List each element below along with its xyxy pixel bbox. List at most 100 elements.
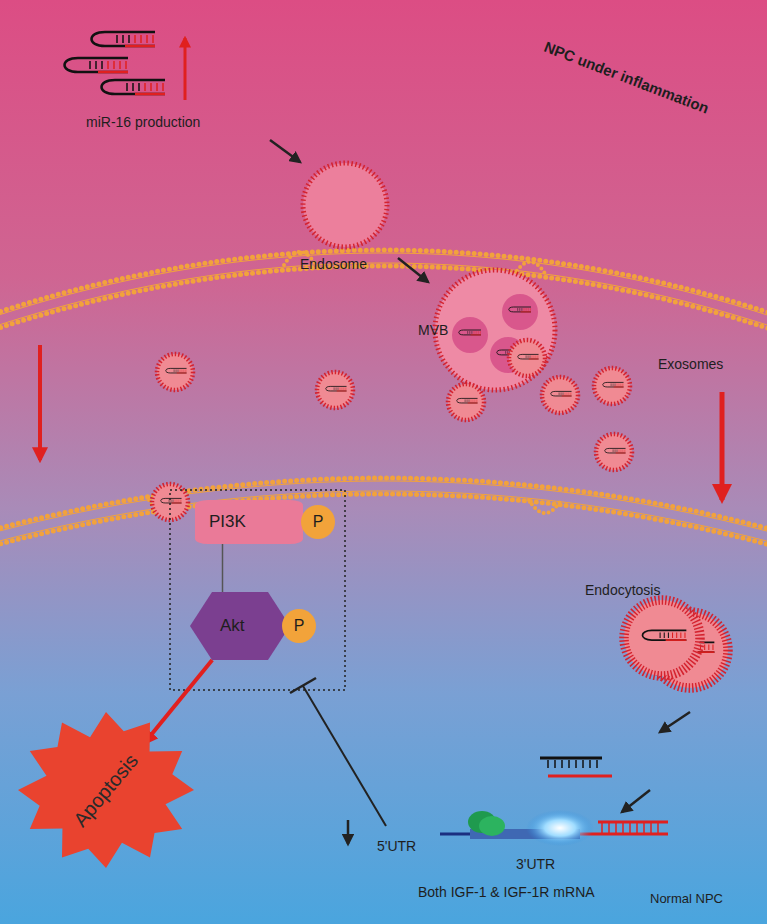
exosome [660, 632, 661, 638]
exosome [566, 392, 567, 395]
mirna-duplex [568, 760, 570, 768]
intraluminal-vesicle [521, 311, 532, 312]
activation-arrow [144, 660, 212, 743]
mirna-hairpin [107, 61, 109, 69]
exosome [180, 499, 181, 502]
mirna-hairpin [146, 35, 148, 43]
exosome [618, 449, 619, 452]
exosome [179, 369, 180, 372]
intraluminal-vesicle [524, 308, 525, 311]
exosome [594, 368, 630, 404]
mirna-hairpin [98, 71, 128, 74]
mirna-hairpin [125, 45, 155, 48]
organelle-label: Endosome [300, 256, 367, 272]
exosome [664, 632, 665, 638]
exosome [570, 392, 571, 395]
intraluminal-vesicle [505, 351, 506, 354]
mirna-hairpin [126, 83, 128, 91]
mirna-duplex [547, 760, 549, 768]
exosome [178, 499, 179, 502]
exosome [338, 387, 339, 390]
cell-membrane [0, 491, 767, 542]
exosome [181, 369, 182, 372]
intraluminal-vesicle [471, 334, 482, 335]
exosome [529, 358, 539, 359]
exosome [176, 369, 177, 372]
intraluminal-vesicle [509, 307, 531, 312]
exosome [615, 449, 616, 452]
exosome [605, 448, 626, 453]
flow-arrow [622, 790, 650, 812]
organelle-label: MVB [418, 322, 448, 338]
exosome [564, 392, 565, 395]
mirna-hairpin [65, 58, 129, 72]
mirna-hairpin [119, 61, 121, 69]
exosome [668, 632, 669, 638]
exosome [166, 368, 187, 373]
mirna-hairpin [116, 35, 118, 43]
exosome [561, 392, 562, 395]
mirna-duplex [554, 760, 556, 768]
phospho-circle-fill [301, 505, 335, 539]
exosome [178, 369, 179, 372]
exosome [614, 386, 624, 387]
exosome [568, 392, 569, 395]
exosome [152, 340, 728, 688]
exosome [161, 498, 182, 503]
exosome [672, 632, 673, 638]
exosome [173, 499, 174, 502]
exosome [176, 499, 177, 502]
mrna-strand [601, 823, 603, 833]
mirna-hairpin [135, 93, 165, 96]
exosome [469, 399, 470, 402]
exosome [615, 383, 616, 386]
intraluminal-vesicle [521, 308, 522, 311]
exosome [596, 434, 632, 470]
exosome [530, 355, 531, 358]
exosome [611, 383, 612, 386]
exosome [613, 449, 614, 452]
exosome [613, 383, 614, 386]
exosome [535, 355, 536, 358]
node-text: Akt [220, 616, 245, 636]
mirna-hairpin [162, 83, 164, 91]
mirna-duplex [582, 760, 584, 768]
mirna-hairpin [140, 35, 142, 43]
intraluminal-vesicle [478, 331, 479, 334]
exosome [533, 355, 534, 358]
exosome [518, 354, 539, 359]
cell-membrane [0, 478, 767, 529]
mrna-strand [580, 833, 668, 836]
mirna-duplex [540, 758, 612, 776]
mirna-duplex [589, 760, 591, 768]
phospho-circle: P [282, 609, 316, 643]
exosome [708, 644, 709, 650]
exosome [326, 386, 347, 391]
mirna-hairpin [150, 83, 152, 91]
cell-membrane [0, 481, 767, 532]
mrna-strand [636, 823, 638, 833]
intraluminal-vesicle [459, 330, 481, 335]
exosome [177, 372, 187, 373]
cell-membrane [514, 262, 546, 275]
mirna-duplex [575, 760, 577, 768]
exosome [518, 354, 539, 359]
exosome [551, 391, 572, 396]
kinase-hexagon-fill [190, 592, 290, 660]
mrna-strand [608, 823, 610, 833]
exosome [185, 369, 186, 372]
cell-membrane [0, 250, 767, 313]
cell-state-title: NPC under inflammation [542, 38, 711, 117]
exosome [465, 399, 466, 402]
exosome [336, 387, 337, 390]
exosome [474, 399, 475, 402]
intraluminal-vesicle [517, 308, 518, 311]
exosome [467, 399, 468, 402]
mirna-hairpin [92, 32, 156, 46]
mirna-duplex [561, 760, 563, 768]
exosome [603, 382, 624, 387]
secretion-arrow [720, 392, 725, 500]
intraluminal-vesicle [474, 331, 475, 334]
intraluminal-vesicle [502, 294, 538, 330]
exosome [172, 502, 182, 503]
